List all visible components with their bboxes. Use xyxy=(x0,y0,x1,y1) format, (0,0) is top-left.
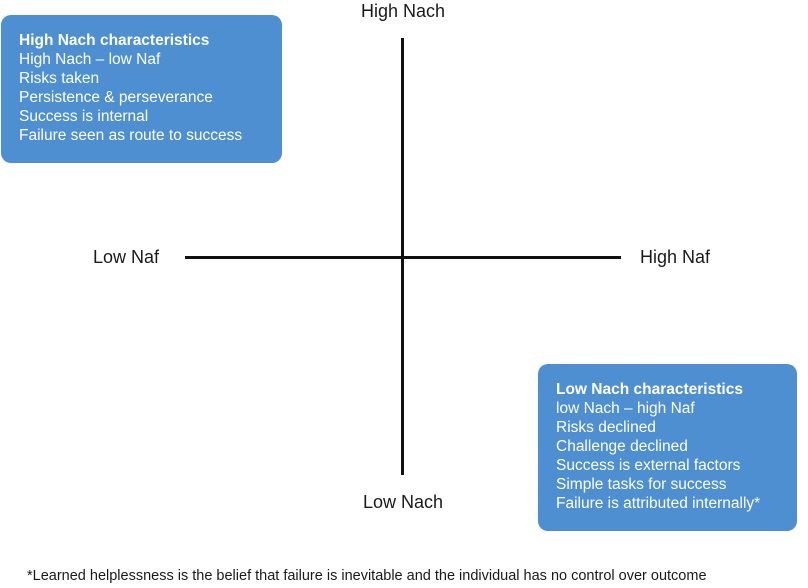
list-item: Risks taken xyxy=(19,70,100,87)
list-item: Risks declined xyxy=(556,419,656,436)
list-item: Persistence & perseverance xyxy=(19,89,213,106)
list-item: Failure seen as route to success xyxy=(19,127,243,144)
list-item: High Nach – low Naf xyxy=(19,51,161,68)
list-item: Simple tasks for success xyxy=(556,476,727,493)
list-item: Challenge declined xyxy=(556,438,688,455)
horizontal-axis-line xyxy=(185,256,621,259)
list-item: Success is internal xyxy=(19,108,149,125)
list-item: Failure is attributed internally* xyxy=(556,495,761,512)
high-nach-box-title: High Nach characteristics xyxy=(19,32,210,49)
list-item: Success is external factors xyxy=(556,457,741,474)
low-nach-characteristics-list: low Nach – high Naf Risks declined Chall… xyxy=(556,399,797,513)
low-nach-box-title: Low Nach characteristics xyxy=(556,381,743,398)
axis-label-high-naf: High Naf xyxy=(640,247,711,267)
axis-label-high-nach: High Nach xyxy=(360,1,446,21)
low-nach-characteristics-box: Low Nach characteristics low Nach – high… xyxy=(538,364,797,531)
axis-label-low-naf: Low Naf xyxy=(93,247,160,267)
list-item: low Nach – high Naf xyxy=(556,400,695,417)
footnote: *Learned helplessness is the belief that… xyxy=(27,568,707,584)
axis-label-low-nach: Low Nach xyxy=(362,492,444,512)
high-nach-characteristics-box: High Nach characteristics High Nach – lo… xyxy=(1,15,282,163)
high-nach-characteristics-list: High Nach – low Naf Risks taken Persiste… xyxy=(19,50,282,145)
